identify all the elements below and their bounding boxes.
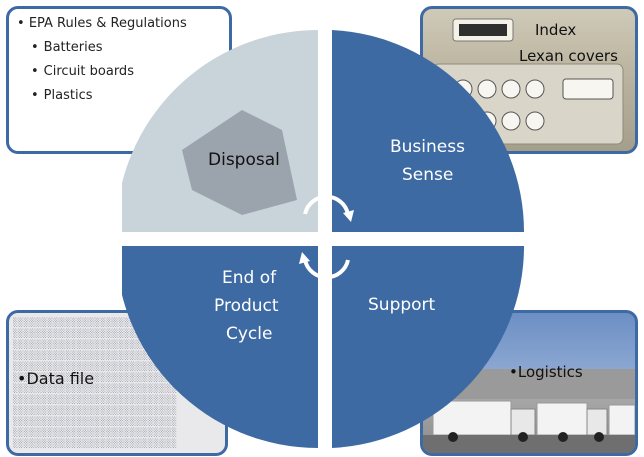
truck-cab-1 xyxy=(510,408,536,436)
meter-label-lexan: Lexan covers xyxy=(519,47,618,65)
data-file-row: ░░░░░░░░░░░░░░░░░░░░░░░░░░░░░░░░░░ xyxy=(13,351,177,360)
meter-dial-8 xyxy=(525,111,545,131)
truck-cab-2 xyxy=(586,408,608,436)
data-file-row: ░░░░░░░░░░░░░░░░░░░░░░░░░░░░░░░░░░ xyxy=(13,417,177,426)
cycle-arrow-top-head-icon xyxy=(343,210,354,222)
quadrant-label-support: Support xyxy=(368,295,436,315)
meter-register xyxy=(562,78,614,100)
meter-label-index: Index xyxy=(535,21,577,39)
meter-digits xyxy=(459,24,507,36)
data-file-row: ░░░░░░░░░░░░░░░░░░░░░░░░░░░░░░░░░░ xyxy=(13,373,177,382)
meter-dial-2 xyxy=(477,79,497,99)
quadrant-label-product: Product xyxy=(214,296,279,316)
meter-dial-3 xyxy=(501,79,521,99)
regulations-heading-text: EPA Rules & Regulations xyxy=(28,16,187,31)
regulation-item-circuit-boards: Circuit boards xyxy=(31,60,221,84)
quadrant-business-sense xyxy=(332,30,525,232)
disposal-object xyxy=(182,110,297,215)
meter-dial-4 xyxy=(525,79,545,99)
data-file-row: ░░░░░░░░░░░░░░░░░░░░░░░░░░░░░░░░░░ xyxy=(13,340,177,349)
regulations-heading: • EPA Rules & Regulations xyxy=(17,15,221,32)
quadrant-label-end-of: End of xyxy=(222,268,277,288)
cycle-diagram: Disposal Business Sense End of Product C… xyxy=(122,30,525,448)
truck-trailer-2 xyxy=(536,402,588,436)
quadrant-label-disposal: Disposal xyxy=(208,150,280,170)
logistics-label-text: Logistics xyxy=(517,363,583,381)
road xyxy=(423,435,635,453)
regulation-item-batteries: Batteries xyxy=(31,36,221,60)
wheel xyxy=(558,432,568,442)
data-file-row: ░░░░░░░░░░░░░░░░░░░░░░░░░░░░░░░░░░ xyxy=(13,406,177,415)
cycle-arrow-bottom-head-icon xyxy=(299,252,310,264)
data-file-row: ░░░░░░░░░░░░░░░░░░░░░░░░░░░░░░░░░░ xyxy=(13,384,177,393)
data-file-row: ░░░░░░░░░░░░░░░░░░░░░░░░░░░░░░░░░░ xyxy=(13,428,177,437)
bullet-icon: • xyxy=(509,363,518,381)
cycle-arrow-top-icon xyxy=(303,194,350,215)
data-file-row: ░░░░░░░░░░░░░░░░░░░░░░░░░░░░░░░░░░ xyxy=(13,362,177,371)
data-file-row: ░░░░░░░░░░░░░░░░░░░░░░░░░░░░░░░░░░ xyxy=(13,439,177,448)
cycle-arrow-bottom-icon xyxy=(303,259,350,280)
quadrant-label-business: Business xyxy=(390,137,465,157)
data-file-label: •Data file xyxy=(17,369,94,388)
data-file-row: ░░░░░░░░░░░░░░░░░░░░░░░░░░░░░░░░░░ xyxy=(13,318,177,327)
data-file-label-text: Data file xyxy=(26,369,95,388)
wheel xyxy=(518,432,528,442)
regulation-item-plastics: Plastics xyxy=(31,84,221,108)
data-file-row: ░░░░░░░░░░░░░░░░░░░░░░░░░░░░░░░░░░ xyxy=(13,395,177,404)
quadrant-label-cycle: Cycle xyxy=(226,324,272,344)
quadrant-label-sense: Sense xyxy=(402,165,453,185)
data-file-row: ░░░░░░░░░░░░░░░░░░░░░░░░░░░░░░░░░░ xyxy=(13,329,177,338)
bullet-icon: • xyxy=(17,16,25,31)
wheel xyxy=(594,432,604,442)
data-file-text-block: ░░░░░░░░░░░░░░░░░░░░░░░░░░░░░░░░░░ ░░░░░… xyxy=(13,317,177,449)
quadrant-end-of-product-cycle xyxy=(122,246,318,448)
regulations-list: Batteries Circuit boards Plastics xyxy=(17,36,221,108)
logistics-label: •Logistics xyxy=(509,363,583,381)
bullet-icon: • xyxy=(17,369,27,388)
quadrant-support xyxy=(332,246,525,448)
truck-trailer-1 xyxy=(432,400,512,436)
meter-dial-7 xyxy=(501,111,521,131)
wheel xyxy=(448,432,458,442)
truck-trailer-3 xyxy=(608,404,635,436)
